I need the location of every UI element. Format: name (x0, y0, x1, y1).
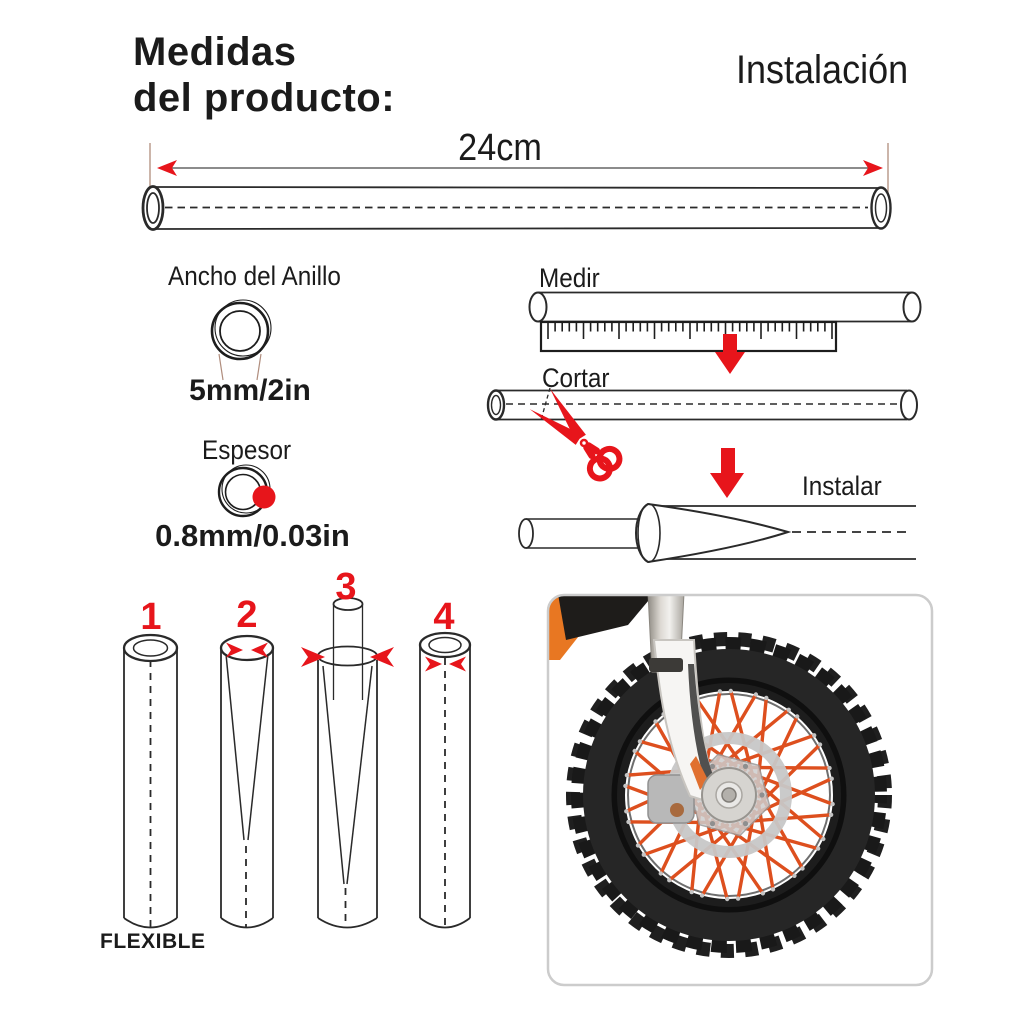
length-value: 24cm (458, 127, 542, 169)
brake-caliper (647, 774, 695, 824)
wheel-box-border (546, 593, 934, 987)
tire (566, 632, 892, 958)
tube-variant-3 (301, 597, 394, 929)
ruler-ticks (547, 323, 833, 339)
step-measure-figure (528, 291, 922, 353)
variant-number-1: 1 (140, 596, 162, 638)
fender-fragment (558, 595, 654, 640)
inward-arrows-icon (425, 656, 466, 672)
thickness-label: Espesor (202, 435, 292, 465)
thickness-value: 0.8mm/0.03in (155, 518, 350, 553)
scissors-icon (529, 388, 623, 482)
thickness-figure (217, 464, 276, 518)
inward-arrows-icon (301, 647, 394, 667)
variant-number-4: 4 (433, 596, 455, 638)
variant-number-2: 2 (236, 594, 258, 636)
page-title: Medidas del producto: (133, 30, 396, 120)
ring-width-label: Ancho del Anillo (168, 261, 341, 291)
arrow-right-icon (863, 160, 883, 176)
thickness-dot (252, 485, 276, 509)
down-arrow-icon (715, 334, 745, 374)
rim (617, 683, 841, 907)
inward-arrows-icon (226, 642, 268, 658)
step-measure-label: Medir (539, 263, 600, 293)
arrow-left-icon (157, 160, 177, 176)
ring-width-value: 5mm/2in (189, 374, 311, 407)
tube-variant-1 (122, 633, 179, 929)
product-tube (141, 185, 892, 231)
hub (701, 767, 757, 823)
ruler-icon (539, 320, 838, 353)
step-cut-label: Cortar (542, 363, 610, 393)
ring-width-figure (210, 299, 272, 381)
variant-number-3: 3 (335, 566, 357, 608)
length-dimension (149, 143, 889, 200)
step-install-figure (518, 502, 916, 564)
down-arrow-icon (710, 448, 744, 498)
front-fork (647, 595, 724, 808)
installation-title: Instalación (736, 48, 909, 92)
tube-variant-2 (219, 634, 275, 929)
install-cone-icon (635, 502, 792, 564)
tube-variant-4 (418, 631, 472, 929)
step-install-label: Instalar (802, 471, 882, 501)
wheel-photo (548, 595, 892, 958)
flexible-note: FLEXIBLE (100, 930, 206, 953)
